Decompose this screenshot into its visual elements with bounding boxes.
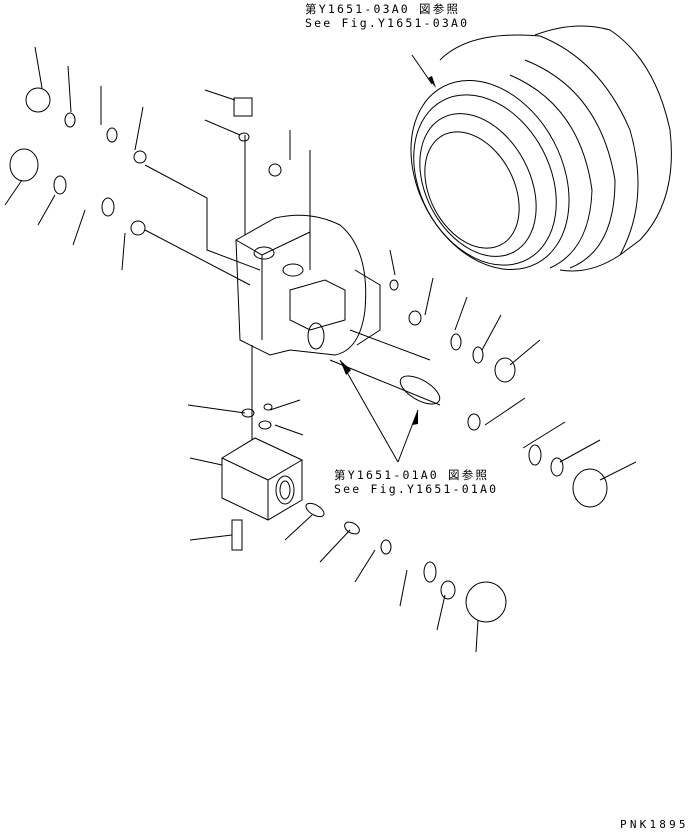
- leader-lines: [4, 46, 637, 653]
- figure-code: PNK1895: [620, 818, 689, 831]
- reference-top-jp: 第Y1651-03A0 図参照: [305, 2, 461, 16]
- reference-top: 第Y1651-03A0 図参照 See Fig.Y1651-03A0: [305, 2, 469, 30]
- valve-block: [221, 437, 303, 521]
- reference-top-en: See Fig.Y1651-03A0: [305, 16, 470, 30]
- small-parts: [9, 87, 608, 623]
- arrows-to-mid-ref: [339, 359, 419, 463]
- reference-mid-en: See Fig.Y1651-01A0: [334, 482, 499, 496]
- arrow-to-housing: [411, 54, 436, 88]
- valve-body: [235, 214, 367, 356]
- housing-drum: [410, 25, 672, 272]
- reference-mid-jp: 第Y1651-01A0 図参照: [334, 468, 490, 482]
- reference-mid: 第Y1651-01A0 図参照 See Fig.Y1651-01A0: [334, 468, 498, 496]
